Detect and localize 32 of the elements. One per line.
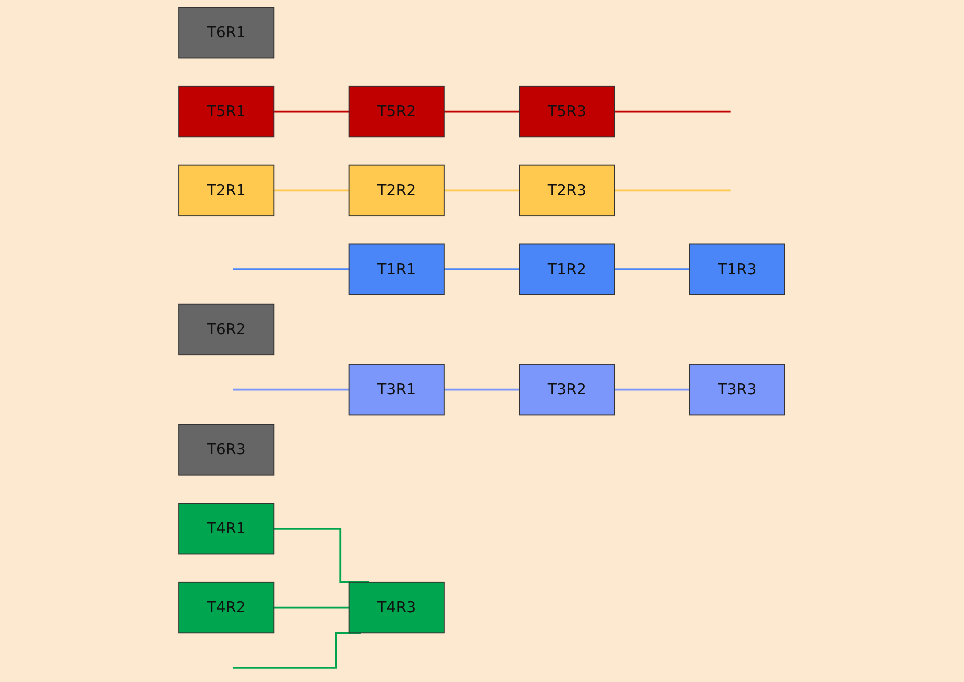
node-box: T5R3 <box>519 86 616 138</box>
connector <box>233 268 350 271</box>
node-box: T6R1 <box>178 7 275 59</box>
connector <box>614 268 690 271</box>
node-box: T1R3 <box>689 244 786 296</box>
connector <box>444 268 520 271</box>
node-box: T5R1 <box>178 86 275 138</box>
node-box: T1R2 <box>519 244 616 296</box>
connector <box>274 606 350 609</box>
node-box: T2R3 <box>519 164 616 217</box>
node-box: T5R2 <box>348 86 445 138</box>
node-box: T4R2 <box>178 582 275 634</box>
connector <box>614 110 731 113</box>
node-box: T3R3 <box>689 364 786 416</box>
node-box: T2R2 <box>348 164 445 217</box>
node-box: T6R3 <box>178 424 275 476</box>
node-box: T3R1 <box>348 364 445 416</box>
connector <box>233 388 350 391</box>
connector <box>444 110 520 113</box>
connector <box>614 388 690 391</box>
node-box: T6R2 <box>178 304 275 356</box>
connector <box>444 388 520 391</box>
connector <box>274 190 350 192</box>
connector <box>444 190 520 192</box>
node-box: T3R2 <box>519 364 616 416</box>
node-box: T4R1 <box>178 503 275 555</box>
node-box: T2R1 <box>178 164 275 217</box>
node-box: T1R1 <box>348 244 445 296</box>
connector <box>233 632 361 669</box>
connector <box>614 190 731 192</box>
node-box: T4R3 <box>348 582 445 634</box>
connector <box>274 110 350 113</box>
